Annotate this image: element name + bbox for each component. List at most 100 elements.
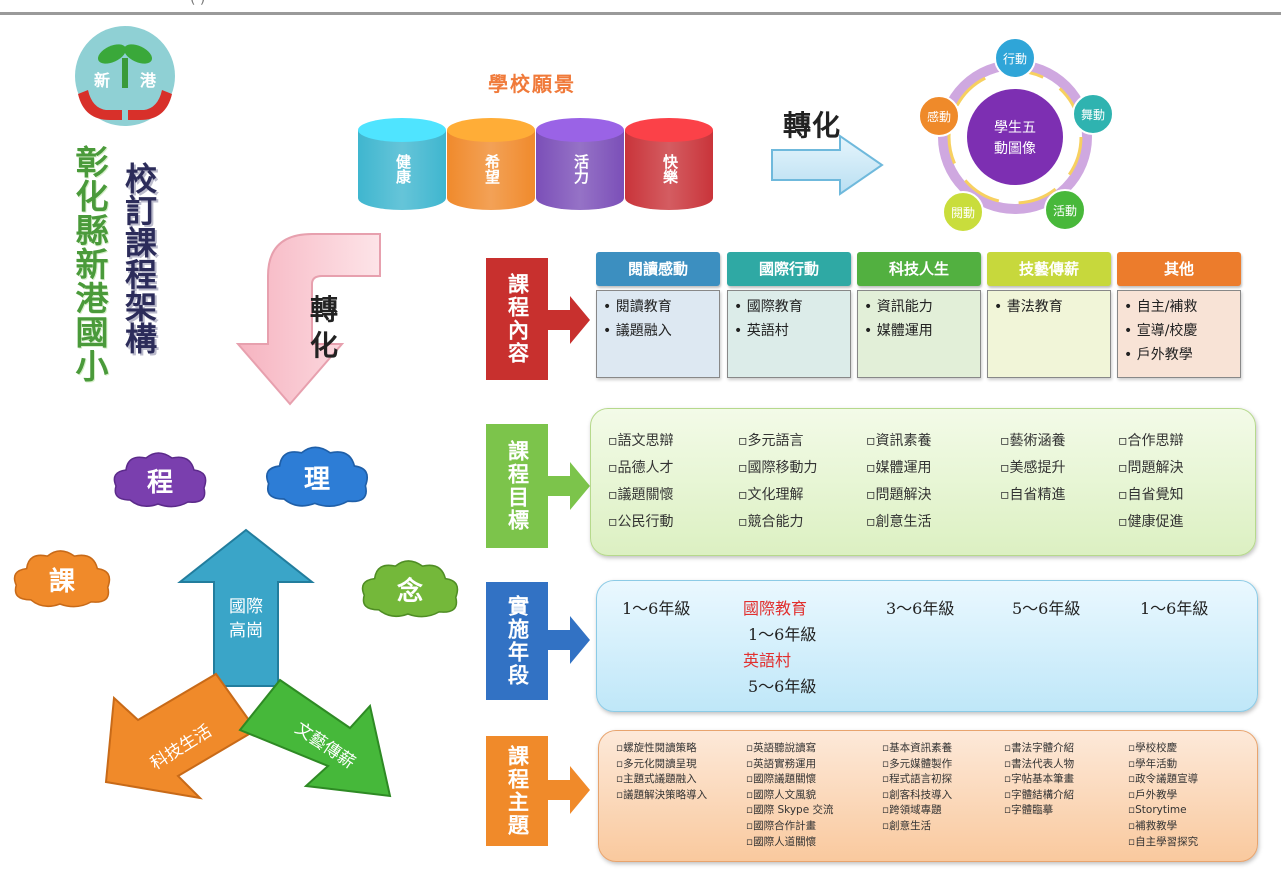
vision-value-label: 希望	[483, 154, 501, 184]
transform-label: 轉化	[783, 109, 842, 142]
goal-item: ▫問題解決	[866, 487, 932, 503]
grade-col2-label2: 英語村	[743, 651, 792, 670]
goal-item: ▫競合能力	[738, 514, 804, 530]
goal-item: ▫自省精進	[1000, 487, 1066, 503]
grade-col4: 5～6年級	[1012, 599, 1081, 618]
content-box-2: 國際行動• 國際教育• 英語村	[727, 252, 851, 378]
theme-item: ▫英語實務運用	[746, 757, 817, 770]
themes-panel	[598, 730, 1258, 862]
content-box-list: • 自主/補救• 宣導/校慶• 戶外教學	[1117, 290, 1241, 378]
themes-column-1: ▫螺旋性閱讀策略 ▫多元化閱讀呈現 ▫主題式議題融入 ▫議題解決策略導入	[616, 741, 707, 803]
theme-item: ▫程式語言初探	[882, 773, 953, 786]
theme-item: ▫主題式議題融入	[616, 773, 697, 786]
themes-column-2: ▫英語聽說讀寫▫英語實務運用▫國際議題關懷▫國際人文風貌▫國際 Skype 交流…	[746, 741, 834, 850]
goals-panel	[590, 408, 1256, 556]
cloud-ke-text: 課	[48, 566, 75, 597]
content-item: • 國際教育	[734, 299, 803, 315]
action-node-label: 閱動	[951, 206, 975, 220]
action-node-2	[1072, 93, 1114, 135]
goal-item: ▫藝術涵養	[1000, 433, 1066, 449]
student-image-center-line2: 動圖像	[994, 141, 1036, 157]
vision-value-label: 健康	[394, 154, 412, 184]
content-item: • 議題融入	[603, 323, 672, 339]
theme-item: ▫學年活動	[1128, 757, 1178, 770]
vision-value-label: 快樂	[661, 154, 679, 184]
theme-item: ▫基本資訊素養	[882, 742, 953, 754]
framework-title: 校訂課程架構	[120, 162, 158, 354]
arrow-left-tech: 科技生活	[104, 672, 258, 800]
content-box-header: 科技人生	[857, 252, 981, 286]
transform-arrow-right	[771, 134, 884, 196]
theme-item: ▫跨領域專題	[882, 804, 942, 817]
themes-column-4: ▫書法字體介紹▫書法代表人物▫字帖基本筆畫▫字體結構介紹▫字體臨摹	[1004, 741, 1074, 819]
goal-item: ▫創意生活	[866, 514, 932, 530]
goal-item: ▫國際移動力	[738, 460, 818, 476]
row-arrow-goals	[546, 462, 590, 510]
theme-item: ▫多元媒體製作	[882, 757, 953, 770]
goal-item: ▫資訊素養	[866, 433, 932, 449]
cloud-nian: 念	[358, 556, 462, 622]
theme-item: ▫政令議題宣導	[1128, 773, 1199, 786]
content-box-1: 閱讀感動 • 閱讀教育• 議題融入	[596, 252, 720, 378]
theme-item: ▫字體臨摹	[1004, 804, 1054, 817]
top-border: ( )	[0, 0, 1281, 15]
vision-cylinder-2: 希望	[447, 118, 535, 214]
cloud-cheng-text: 程	[146, 467, 173, 498]
goal-item: ▫美感提升	[1000, 460, 1066, 476]
content-item: • 資訊能力	[864, 299, 933, 315]
goal-item: ▫品德人才	[608, 460, 674, 476]
themes-column-3: ▫基本資訊素養 ▫多元媒體製作 ▫程式語言初探 ▫創客科技導入 ▫跨領域專題 ▫創意生活	[882, 741, 952, 835]
content-box-header: 閱讀感動	[596, 252, 720, 286]
goal-item: ▫健康促進	[1118, 514, 1184, 530]
arrow-right-art: 文藝傳薪	[238, 678, 392, 798]
grades-panel	[596, 580, 1258, 712]
action-node-1	[994, 37, 1036, 79]
cloud-li: 理	[262, 442, 372, 512]
theme-item: ▫字帖基本筆畫	[1004, 773, 1075, 786]
theme-item: ▫國際合作計畫	[746, 819, 817, 832]
theme-item: ▫Storytime	[1128, 804, 1187, 817]
arrow-up-text-2: 高崗	[229, 621, 263, 641]
theme-item: ▫補救教學	[1128, 819, 1178, 832]
cloud-nian-text: 念	[396, 576, 423, 607]
vision-title: 學校願景	[488, 72, 576, 96]
theme-item: ▫國際人道關懷	[746, 835, 817, 848]
vision-value-label: 活力	[572, 154, 590, 184]
theme-item: ▫學校校慶	[1128, 742, 1178, 754]
theme-item: ▫螺旋性閱讀策略	[616, 742, 697, 754]
vision-cylinder-4: 快樂	[625, 118, 713, 214]
row-label-content: 課程內容	[486, 258, 548, 380]
theme-item: ▫議題解決策略導入	[616, 788, 708, 801]
theme-item: ▫多元化閱讀呈現	[616, 757, 697, 770]
goals-column-3: ▫資訊素養▫媒體運用▫問題解決▫創意生活	[866, 428, 932, 536]
theme-item: ▫創意生活	[882, 819, 932, 832]
vision-cylinder-3: 活力	[536, 118, 624, 214]
grade-col2-label1: 國際教育	[743, 599, 808, 618]
content-box-3: 科技人生• 資訊能力• 媒體運用	[857, 252, 981, 378]
content-item: • 自主/補救	[1124, 299, 1198, 315]
theme-item: ▫自主學習探究	[1128, 835, 1199, 848]
grade-col3: 3～6年級	[886, 599, 955, 618]
theme-item: ▫書法字體介紹	[1004, 742, 1075, 754]
action-node-label: 舞動	[1081, 108, 1105, 122]
goal-item: ▫合作思辯	[1118, 433, 1184, 449]
grade-col2-grade1: 1～6年級	[748, 625, 817, 644]
cloud-ke: 課	[10, 546, 114, 612]
row-label-grades: 實施年段	[486, 582, 548, 700]
action-node-5	[918, 95, 960, 137]
row-arrow-grades	[546, 616, 590, 664]
theme-item: ▫字體結構介紹	[1004, 788, 1075, 801]
content-box-list: • 國際教育• 英語村	[727, 290, 851, 378]
content-box-list: • 閱讀教育• 議題融入	[596, 290, 720, 378]
content-box-header: 技藝傳薪	[987, 252, 1111, 286]
school-logo: 新 港	[75, 26, 175, 126]
row-label-themes: 課程主題	[486, 736, 548, 846]
goal-item: ▫自省覺知	[1118, 487, 1184, 503]
logo-right-char: 港	[140, 71, 157, 90]
content-box-5: 其他• 自主/補救• 宣導/校慶• 戶外教學	[1117, 252, 1241, 378]
theme-item: ▫創客科技導入	[882, 788, 953, 801]
action-node-label: 行動	[1003, 52, 1027, 66]
content-item: • 戶外教學	[1124, 347, 1193, 363]
grade-col1: 1～6年級	[622, 599, 691, 618]
row-label-goals: 課程目標	[486, 424, 548, 548]
